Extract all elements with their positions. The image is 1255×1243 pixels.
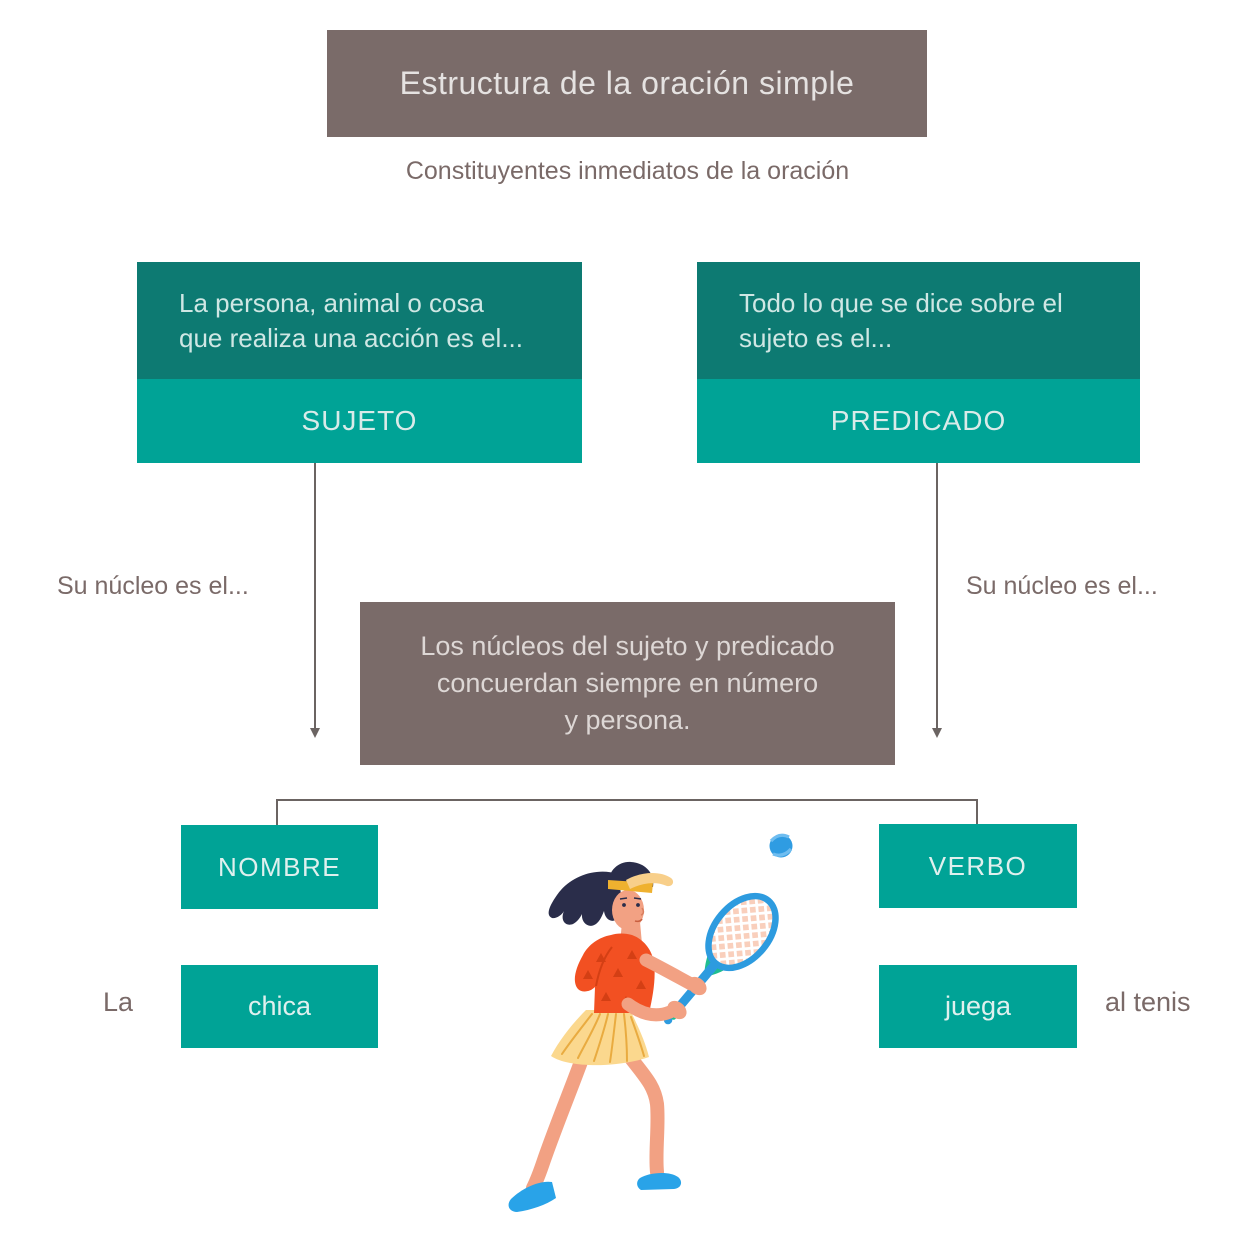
nucleo-label-left: Su núcleo es el... bbox=[57, 572, 249, 600]
visor-brim bbox=[626, 872, 674, 889]
skirt bbox=[551, 1010, 649, 1066]
back-shoe bbox=[508, 1181, 556, 1212]
bracket-left-drop bbox=[276, 799, 278, 825]
back-leg bbox=[526, 1041, 593, 1195]
title-box: Estructura de la oración simple bbox=[327, 30, 927, 137]
example-article: La bbox=[103, 987, 134, 1017]
concordance-line1: Los núcleos del sujeto y predicado bbox=[420, 631, 835, 661]
front-shoe bbox=[637, 1172, 682, 1190]
sujeto-description-line1: La persona, animal o cosa bbox=[179, 287, 484, 318]
predicado-down-arrow bbox=[932, 463, 942, 738]
sujeto-description-line2: que realiza una acción es el... bbox=[179, 322, 523, 353]
front-leg bbox=[615, 1039, 665, 1179]
tennis-ball-icon bbox=[769, 833, 793, 858]
predicado-description-line2: sujeto es el... bbox=[739, 322, 893, 353]
sujeto-description: La persona, animal o cosa que realiza un… bbox=[137, 262, 582, 379]
nucleo-label-right: Su núcleo es el... bbox=[966, 572, 1158, 600]
bracket-right-drop bbox=[976, 799, 978, 825]
concordance-line2: concuerdan siempre en número bbox=[436, 668, 819, 698]
arms bbox=[621, 953, 707, 1022]
predicado-description: Todo lo que se dice sobre el sujeto es e… bbox=[697, 262, 1140, 379]
concordance-line3: y persona. bbox=[564, 705, 691, 735]
tennis-player-illustration bbox=[508, 833, 793, 1212]
verbo-box: VERBO bbox=[879, 824, 1077, 908]
predicado-description-line1: Todo lo que se dice sobre el bbox=[739, 287, 1063, 318]
example-verb-box: juega bbox=[879, 965, 1077, 1048]
page-title: Estructura de la oración simple bbox=[399, 65, 855, 101]
sujeto-label: SUJETO bbox=[137, 379, 582, 463]
example-complement: al tenis bbox=[1105, 987, 1191, 1017]
nombre-box: NOMBRE bbox=[181, 825, 378, 909]
head bbox=[608, 861, 674, 930]
shirt bbox=[574, 933, 655, 1013]
predicado-label: PREDICADO bbox=[697, 379, 1140, 463]
concordance-note-box: Los núcleos del sujeto y predicado concu… bbox=[360, 602, 895, 765]
bracket-horizontal-line bbox=[276, 799, 978, 801]
page-subtitle: Constituyentes inmediatos de la oración bbox=[405, 157, 850, 185]
sujeto-card: La persona, animal o cosa que realiza un… bbox=[137, 262, 582, 463]
sujeto-down-arrow bbox=[310, 463, 320, 738]
example-noun-box: chica bbox=[181, 965, 378, 1048]
hair-ponytail bbox=[548, 871, 621, 926]
predicado-card: Todo lo que se dice sobre el sujeto es e… bbox=[697, 262, 1140, 463]
